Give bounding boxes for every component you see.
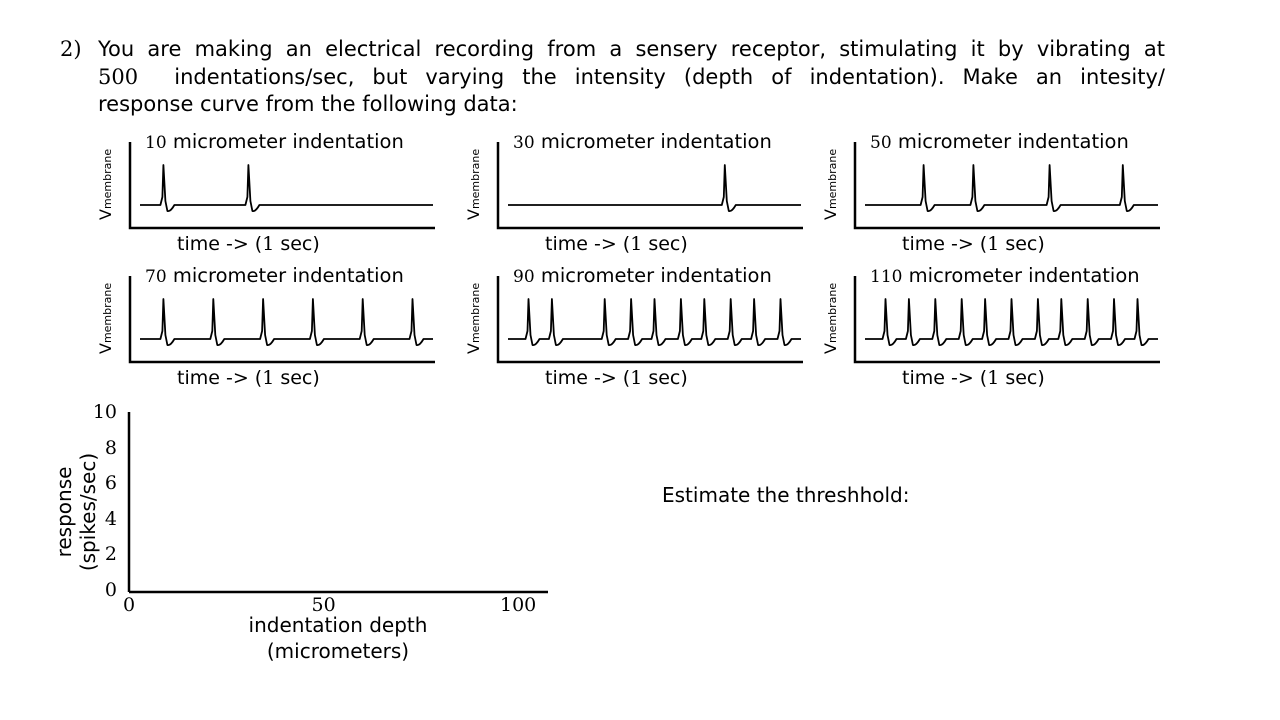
response-y-tick-label: 0 <box>104 579 117 601</box>
response-chart-svg <box>127 412 548 594</box>
panel-x-label: time -> (1 sec) <box>902 367 1045 389</box>
estimate-threshold-label: Estimate the threshhold: <box>662 483 910 507</box>
panel-x-label-text: time -> ( <box>545 367 631 389</box>
panel-trace-svg <box>853 142 1160 230</box>
question-number: 2) <box>60 37 82 61</box>
panel-x-label-number: 1 <box>987 367 1000 389</box>
panel-title: 50 micrometer indentation <box>870 130 1129 153</box>
panel-x-label-text: time -> ( <box>545 233 631 255</box>
panel-axes <box>128 276 435 364</box>
panel-x-label-unit: sec) <box>642 367 688 389</box>
panel-voltage-trace <box>140 164 433 213</box>
panel-x-label: time -> (1 sec) <box>902 233 1045 255</box>
panel-trace-svg <box>496 142 803 230</box>
panel-x-label-unit: sec) <box>642 233 688 255</box>
panel-x-label: time -> (1 sec) <box>177 367 320 389</box>
panel-axes <box>496 142 803 230</box>
question-line-2-rest: indentations/sec, but varying the intens… <box>174 64 1165 89</box>
panel-axes <box>128 142 435 230</box>
panel-x-label: time -> (1 sec) <box>545 233 688 255</box>
question-rate: 500 <box>98 64 139 89</box>
response-y-tick-label: 6 <box>104 472 117 495</box>
panel-indentation-value: 110 <box>870 267 903 287</box>
panel-voltage-trace <box>508 164 801 213</box>
panel-title: 110 micrometer indentation <box>870 264 1140 287</box>
panel-x-label-unit: sec) <box>999 367 1045 389</box>
panel-x-label-text: time -> ( <box>177 367 263 389</box>
panel-indentation-value: 70 <box>145 267 167 287</box>
panel-x-label-text: time -> ( <box>902 233 988 255</box>
panel-title: 90 micrometer indentation <box>513 264 772 287</box>
panel-indentation-value: 50 <box>870 133 892 153</box>
panel-voltage-trace <box>140 298 433 347</box>
panel-indentation-value: 90 <box>513 267 535 287</box>
panel-x-label: time -> (1 sec) <box>545 367 688 389</box>
panel-x-label-unit: sec) <box>999 233 1045 255</box>
response-y-label-line-2: (spikes/sec) <box>76 452 100 572</box>
panel-axes <box>853 142 1160 230</box>
response-x-label: indentation depth (micrometers) <box>230 612 446 664</box>
question-line-3: response curve from the following data: <box>98 92 518 116</box>
response-x-tick-label: 100 <box>500 594 537 616</box>
panel-axes <box>496 276 803 364</box>
panel-indentation-unit: micrometer indentation <box>908 264 1140 287</box>
panel-title: 10 micrometer indentation <box>145 130 404 153</box>
panel-x-label-unit: sec) <box>274 233 320 255</box>
panel-indentation-unit: micrometer indentation <box>540 264 772 287</box>
panel-title: 30 micrometer indentation <box>513 130 772 153</box>
response-y-tick-label: 8 <box>104 436 117 459</box>
panel-voltage-trace <box>508 298 801 347</box>
panel-x-label-number: 1 <box>987 233 1000 255</box>
question-line-2: 500 indentations/sec, but varying the in… <box>98 64 1165 92</box>
panel-x-label-unit: sec) <box>274 367 320 389</box>
question-line-1: You are making an electrical recording f… <box>98 37 1165 61</box>
panel-x-label: time -> (1 sec) <box>177 233 320 255</box>
panel-indentation-unit: micrometer indentation <box>897 130 1129 153</box>
response-y-tick-label: 4 <box>104 507 117 530</box>
response-x-tick-label: 0 <box>123 594 136 616</box>
panel-indentation-unit: micrometer indentation <box>540 130 772 153</box>
panel-title: 70 micrometer indentation <box>145 264 404 287</box>
panel-trace-svg <box>128 142 435 230</box>
panel-x-label-number: 1 <box>630 367 643 389</box>
panel-axes <box>853 276 1160 364</box>
response-y-tick-label: 10 <box>92 401 117 423</box>
panel-x-label-number: 1 <box>630 233 643 255</box>
response-y-label-line-1: response <box>52 466 76 558</box>
panel-trace-svg <box>853 276 1160 364</box>
panel-x-label-text: time -> ( <box>177 233 263 255</box>
response-y-tick-label: 2 <box>104 543 117 566</box>
response-x-label-line-1: indentation depth <box>248 613 428 637</box>
question-text: 2) You are making an electrical recordin… <box>60 36 1165 119</box>
panel-voltage-trace <box>865 164 1158 213</box>
panel-x-label-text: time -> ( <box>902 367 988 389</box>
panel-indentation-unit: micrometer indentation <box>172 264 404 287</box>
panel-indentation-value: 10 <box>145 133 167 153</box>
panel-indentation-unit: micrometer indentation <box>172 130 404 153</box>
panel-x-label-number: 1 <box>262 233 275 255</box>
panel-voltage-trace <box>865 298 1158 347</box>
question-body: You are making an electrical recording f… <box>98 36 1165 119</box>
panel-trace-svg <box>128 276 435 364</box>
response-chart: response (spikes/sec) indentation depth … <box>40 400 570 670</box>
response-y-label: response (spikes/sec) <box>52 442 100 582</box>
panel-x-label-number: 1 <box>262 367 275 389</box>
response-x-tick-label: 50 <box>311 594 336 616</box>
response-x-label-line-2: (micrometers) <box>266 639 410 663</box>
panel-indentation-value: 30 <box>513 133 535 153</box>
panel-trace-svg <box>496 276 803 364</box>
